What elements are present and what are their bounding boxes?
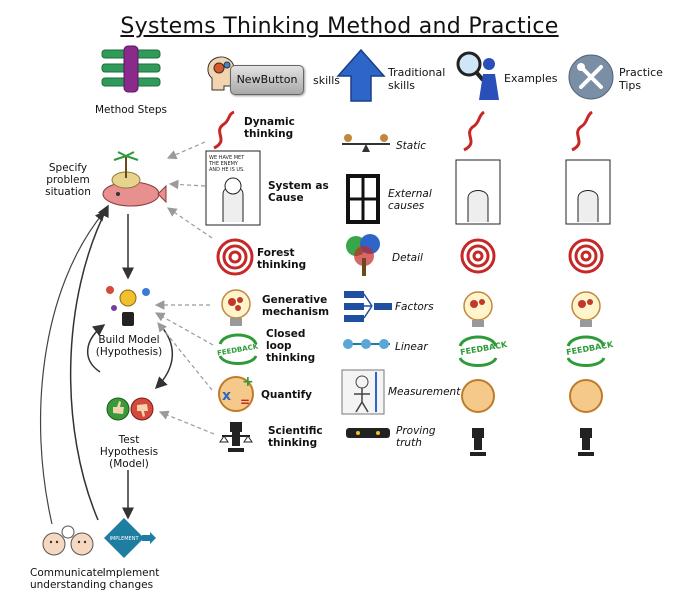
skill-generative: Generative mechanism — [262, 294, 330, 318]
step-test-hypothesis: Test Hypothesis (Model) — [99, 434, 159, 470]
new-button[interactable]: NewButton — [230, 65, 304, 95]
bulb-gears-icon — [221, 289, 251, 326]
tools-icon — [568, 54, 614, 100]
svg-text:FEEDBACK: FEEDBACK — [217, 342, 260, 357]
traditional-skills-header: Traditional skills — [388, 66, 446, 92]
math-symbols-icon: x + = — [218, 374, 254, 412]
factors-boxes-icon — [344, 291, 392, 322]
pipes-icon — [101, 45, 161, 93]
skill-quantify: Quantify — [261, 389, 312, 401]
window-icon — [346, 174, 380, 224]
svg-text:AND HE IS US.: AND HE IS US. — [209, 167, 245, 173]
svg-text:=: = — [240, 395, 250, 409]
examples-header: Examples — [504, 72, 558, 85]
trad-external-causes: External causes — [388, 188, 432, 212]
linear-chain-icon — [343, 339, 390, 349]
robot-scale-icon — [219, 422, 253, 452]
step-implement: Implement changes — [102, 567, 160, 591]
skill-closed-loop: Closed loop thinking — [266, 328, 316, 364]
magnifier-person-icon — [456, 51, 499, 100]
svg-text:x: x — [222, 388, 231, 404]
tree-icon — [346, 234, 380, 276]
svg-text:WE HAVE MET: WE HAVE MET — [209, 155, 245, 161]
skill-forest: Forest thinking — [257, 247, 307, 271]
method-steps-header: Method Steps — [94, 104, 168, 116]
implement-sign-text: IMPLEMENT — [109, 536, 139, 542]
page-title: Systems Thinking Method and Practice — [120, 14, 559, 39]
trad-detail: Detail — [392, 252, 423, 264]
communicate-faces-icon — [42, 525, 94, 556]
trad-proving-truth: Proving truth — [396, 425, 436, 449]
step-build-model: Build Model (Hypothesis) — [95, 334, 163, 358]
step-specify-problem: Specify problem situation — [45, 162, 91, 198]
trad-linear: Linear — [395, 341, 428, 353]
comic-icon: WE HAVE MET THE ENEMY AND HE IS US. — [205, 150, 261, 226]
skill-system-as-cause: System as Cause — [268, 180, 329, 204]
practice-tips-header: Practice Tips — [619, 66, 663, 92]
up-arrow-icon — [336, 48, 386, 102]
trad-measurement: Measurement — [388, 386, 461, 398]
thumbs-up-down-icon — [106, 397, 154, 421]
measuring-figure-icon — [341, 369, 385, 415]
svg-text:+: + — [242, 374, 254, 390]
trad-factors: Factors — [395, 301, 434, 313]
examples-column-icons — [455, 110, 611, 456]
seesaw-icon — [342, 134, 390, 152]
feedback-loop-icon: FEEDBACK — [217, 333, 260, 365]
skill-dynamic: Dynamic thinking — [244, 116, 295, 140]
orrery-model-icon — [106, 286, 150, 326]
systems-skills-header-tail: skills — [313, 74, 341, 87]
step-communicate: Communicate understanding — [30, 567, 107, 591]
skill-scientific: Scientific thinking — [268, 425, 323, 449]
concentric-circles-icon — [216, 238, 254, 276]
island-fish-icon — [102, 151, 167, 207]
svg-text:THE ENEMY: THE ENEMY — [208, 161, 239, 167]
gavel-icon — [346, 428, 390, 438]
implement-sign-icon: IMPLEMENT — [104, 518, 156, 558]
spiral-icon — [213, 110, 235, 150]
head-gears-icon — [207, 56, 238, 91]
trad-static: Static — [396, 140, 427, 152]
